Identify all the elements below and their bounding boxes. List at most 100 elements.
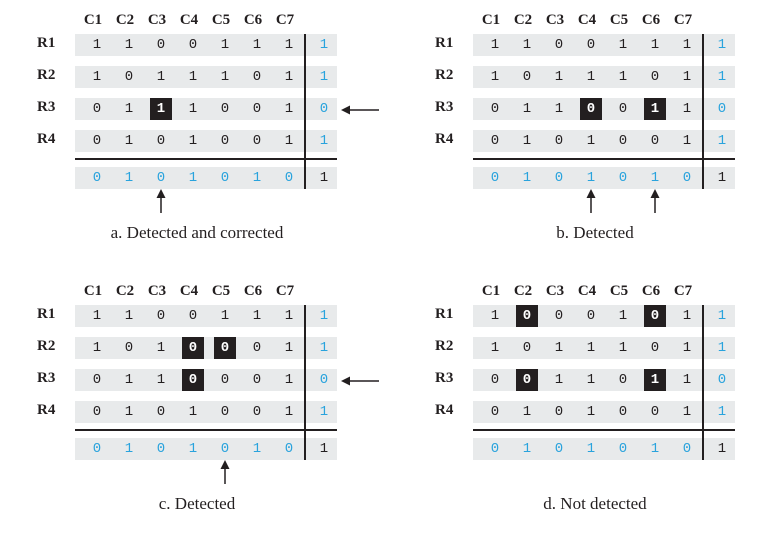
bit-cell: 1 <box>522 101 532 117</box>
bit-cell: 0 <box>522 340 532 356</box>
column-parity-cell: 1 <box>650 441 660 457</box>
bit-cell: 0 <box>554 37 564 53</box>
row-parity-cell: 0 <box>319 101 329 117</box>
bit-cell: 1 <box>284 308 294 324</box>
column-header-c2: C2 <box>513 283 533 299</box>
row-parity-cell: 1 <box>319 133 329 149</box>
error-bit-cell: 0 <box>182 337 204 359</box>
column-parity-cell: 0 <box>554 441 564 457</box>
bit-cell: 0 <box>618 101 628 117</box>
column-parity-cell: 0 <box>284 170 294 186</box>
row-header-r2: R2 <box>37 67 56 83</box>
row-parity-cell: 1 <box>319 340 329 356</box>
column-parity-cell: 1 <box>124 170 134 186</box>
row-parity-cell: 1 <box>717 340 727 356</box>
row-header-r2: R2 <box>435 67 454 83</box>
error-bit-cell: 0 <box>644 305 666 327</box>
column-header-c6: C6 <box>641 12 661 28</box>
column-parity-cell: 1 <box>124 441 134 457</box>
bit-cell: 1 <box>554 101 564 117</box>
bit-cell: 1 <box>188 404 198 420</box>
column-parity-cell: 0 <box>618 170 628 186</box>
row-parity-cell: 1 <box>319 404 329 420</box>
column-header-c6: C6 <box>243 283 263 299</box>
column-parity-cell: 0 <box>682 170 692 186</box>
bit-cell: 1 <box>682 101 692 117</box>
row-parity-cell: 1 <box>717 308 727 324</box>
horizontal-divider <box>75 429 337 431</box>
column-header-c5: C5 <box>211 12 231 28</box>
column-parity-cell: 1 <box>522 170 532 186</box>
column-parity-cell: 0 <box>220 170 230 186</box>
row-header-r1: R1 <box>435 306 454 322</box>
row-parity-cell: 1 <box>717 69 727 85</box>
bit-cell: 0 <box>92 101 102 117</box>
corner-parity-cell: 1 <box>319 170 329 186</box>
vertical-divider <box>702 305 704 460</box>
bit-cell: 1 <box>220 69 230 85</box>
bit-cell: 0 <box>650 133 660 149</box>
row-header-r3: R3 <box>37 99 56 115</box>
up-arrow-icon <box>585 189 597 213</box>
bit-cell: 1 <box>682 372 692 388</box>
bit-cell: 0 <box>252 101 262 117</box>
bit-cell: 1 <box>522 133 532 149</box>
column-header-c5: C5 <box>609 283 629 299</box>
column-parity-cell: 1 <box>650 170 660 186</box>
column-header-c4: C4 <box>179 283 199 299</box>
bit-cell: 1 <box>284 340 294 356</box>
row-parity-cell: 1 <box>717 133 727 149</box>
bit-cell: 1 <box>586 133 596 149</box>
bit-cell: 1 <box>682 69 692 85</box>
row-header-r3: R3 <box>37 370 56 386</box>
bit-cell: 0 <box>188 37 198 53</box>
bit-cell: 0 <box>650 404 660 420</box>
bit-cell: 1 <box>124 308 134 324</box>
left-arrow-icon <box>341 103 379 115</box>
bit-cell: 1 <box>252 37 262 53</box>
bit-cell: 1 <box>618 340 628 356</box>
column-header-c2: C2 <box>115 12 135 28</box>
horizontal-divider <box>473 429 735 431</box>
bit-cell: 1 <box>124 404 134 420</box>
row-parity-cell: 1 <box>717 37 727 53</box>
column-parity-cell: 0 <box>156 170 166 186</box>
bit-cell: 1 <box>220 37 230 53</box>
row-parity-cell: 1 <box>319 308 329 324</box>
row-header-r4: R4 <box>37 402 56 418</box>
column-header-c7: C7 <box>673 283 693 299</box>
bit-cell: 0 <box>618 133 628 149</box>
bit-cell: 0 <box>156 37 166 53</box>
column-parity-cell: 1 <box>188 170 198 186</box>
bit-cell: 1 <box>682 37 692 53</box>
bit-cell: 0 <box>522 69 532 85</box>
bit-cell: 1 <box>284 69 294 85</box>
column-parity-cell: 0 <box>490 441 500 457</box>
panel-caption: a. Detected and corrected <box>110 223 284 242</box>
column-header-c1: C1 <box>481 12 501 28</box>
bit-cell: 1 <box>490 340 500 356</box>
bit-cell: 0 <box>252 340 262 356</box>
row-header-r1: R1 <box>37 35 56 51</box>
column-header-c4: C4 <box>179 12 199 28</box>
bit-cell: 1 <box>554 340 564 356</box>
column-header-c2: C2 <box>115 283 135 299</box>
column-header-c4: C4 <box>577 283 597 299</box>
bit-cell: 0 <box>618 372 628 388</box>
column-parity-cell: 0 <box>92 441 102 457</box>
bit-cell: 1 <box>156 340 166 356</box>
bit-cell: 1 <box>682 404 692 420</box>
vertical-divider <box>304 34 306 189</box>
error-bit-cell: 1 <box>644 369 666 391</box>
bit-cell: 0 <box>252 69 262 85</box>
bit-cell: 0 <box>650 340 660 356</box>
